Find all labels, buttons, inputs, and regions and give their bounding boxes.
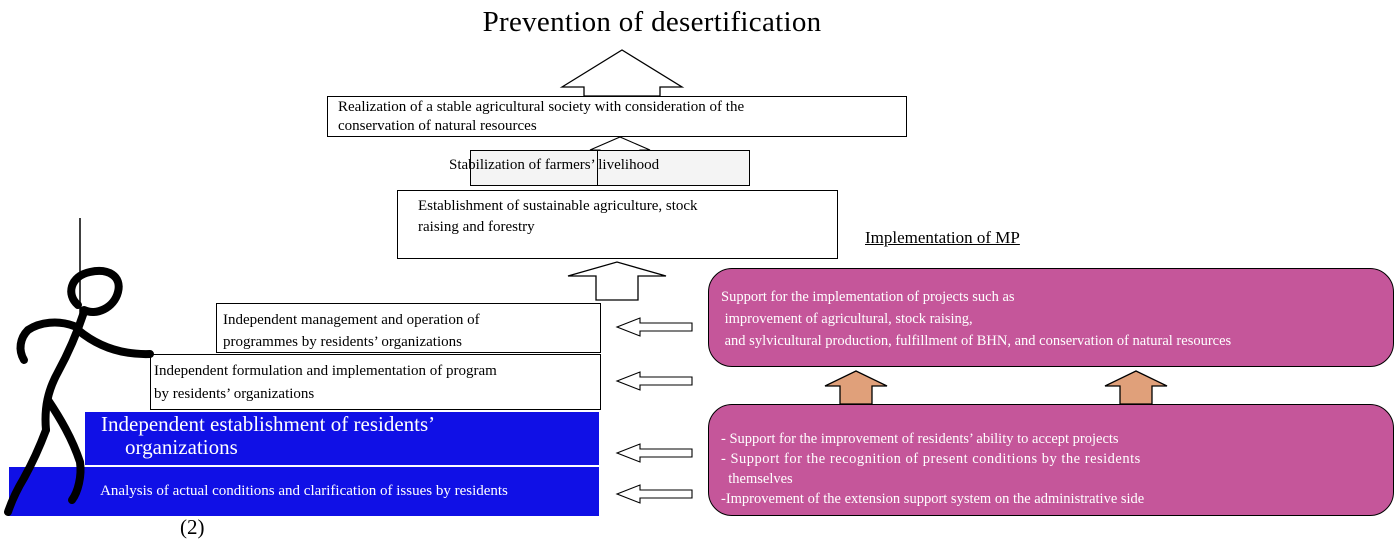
support-projects-line-1: Support for the implementation of projec… [721, 289, 1015, 305]
step-management-line-1: Independent management and operation of [223, 312, 480, 328]
step-establishment-line-2: organizations [125, 435, 238, 459]
orange-up-arrow-left [824, 370, 888, 405]
step-formulation-line-1: Independent formulation and implementati… [154, 363, 497, 379]
support-projects-line-2: improvement of agricultural, stock raisi… [721, 311, 973, 327]
support-residents-box: - Support for the improvement of residen… [708, 404, 1394, 516]
left-arrow-analysis [615, 484, 693, 504]
sustainable-line-1: Establishment of sustainable agriculture… [418, 198, 698, 214]
goal-line-1: Realization of a stable agricultural soc… [338, 99, 745, 115]
step-analysis-label: Analysis of actual conditions and clarif… [100, 483, 508, 499]
support-projects-line-3: and sylvicultural production, fulfillmen… [721, 333, 1232, 349]
orange-up-arrow-right [1104, 370, 1168, 405]
steps-up-arrow [567, 261, 667, 301]
support-residents-line-3: themselves [721, 471, 793, 487]
top-up-arrow [559, 49, 685, 97]
figure-caption: (2) [180, 515, 205, 539]
support-residents-line-2: - Support for the recognition of present… [721, 451, 1141, 467]
left-arrow-management [615, 317, 693, 337]
sustainable-line-2: raising and forestry [418, 219, 535, 235]
step-management-box: Independent management and operation of … [216, 303, 601, 353]
support-projects-box: Support for the implementation of projec… [708, 268, 1394, 367]
support-residents-line-4: -Improvement of the extension support sy… [721, 491, 1145, 507]
livelihood-label: Stabilization of farmers’ livelihood [449, 157, 660, 173]
mp-heading: Implementation of MP [865, 228, 1020, 247]
step-analysis-box: Analysis of actual conditions and clarif… [9, 467, 599, 516]
step-formulation-box: Independent formulation and implementati… [150, 354, 601, 410]
support-residents-line-1: - Support for the improvement of residen… [721, 431, 1119, 447]
step-formulation-line-2: by residents’ organizations [154, 386, 315, 402]
left-arrow-establishment [615, 443, 693, 463]
step-establishment-line-1: Independent establishment of residents’ [101, 412, 436, 436]
livelihood-box [470, 150, 598, 186]
livelihood-outer-frame [470, 150, 750, 186]
goal-box: Realization of a stable agricultural soc… [327, 96, 907, 137]
step-establishment-box: Independent establishment of residents’ … [85, 412, 599, 465]
step-management-line-2: programmes by residents’ organizations [223, 334, 462, 350]
sustainable-agriculture-box: Establishment of sustainable agriculture… [397, 190, 838, 259]
goal-line-2: conservation of natural resources [338, 118, 537, 134]
diagram-title: Prevention of desertification [482, 6, 822, 38]
left-arrow-formulation [615, 371, 693, 391]
